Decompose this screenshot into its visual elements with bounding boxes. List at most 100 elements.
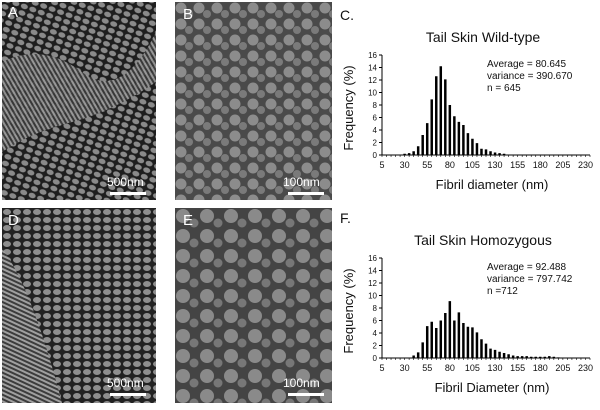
chart-c-bar — [425, 123, 429, 155]
chart-c-x-tick-label: 130 — [488, 160, 503, 170]
chart-c-x-tick-label: 180 — [533, 160, 548, 170]
chart-c-bar — [498, 153, 501, 155]
chart-f-y-tick-label: 16 — [368, 254, 377, 263]
chart-c-y-tick-label: 0 — [373, 151, 378, 160]
chart-f-x-tick-label: 230 — [578, 363, 593, 373]
chart-c-y-tick-label: 4 — [373, 126, 378, 135]
chart-c-y-label: Frequency (%) — [341, 65, 356, 150]
chart-f-x-tick-label: 105 — [465, 363, 480, 373]
scale-bar-a — [110, 192, 146, 195]
chart-f-bar — [520, 356, 524, 358]
chart-f-x-tick-label: 155 — [510, 363, 525, 373]
chart-c-bar — [407, 153, 411, 155]
chart-f-bar — [480, 339, 483, 358]
chart-f-y-tick-label: 0 — [373, 354, 378, 363]
chart-f-y-tick-label: 4 — [373, 329, 378, 338]
scale-label-d: 500nm — [107, 376, 144, 390]
chart-f-x-tick-label: 5 — [379, 363, 384, 373]
micrograph-a-texture — [2, 2, 156, 200]
chart-c-bar — [466, 133, 470, 155]
chart-f-bar — [493, 349, 497, 358]
chart-c-y-tick-label: 12 — [368, 76, 377, 85]
chart-f-y-tick-label: 8 — [373, 304, 378, 313]
chart-c-bar — [448, 105, 452, 155]
chart-c-bar — [412, 151, 415, 155]
chart-c-x-label: Fibril diameter (nm) — [436, 177, 549, 192]
chart-c-stat-line: n = 645 — [487, 83, 521, 94]
chart-c-y-tick-label: 16 — [368, 51, 377, 60]
chart-f-bar — [435, 328, 438, 358]
micrograph-e — [175, 208, 332, 403]
chart-f-x-tick-label: 80 — [445, 363, 455, 373]
scale-bar-d — [110, 393, 146, 396]
chart-f-y-tick-label: 6 — [373, 317, 378, 326]
chart-c-bar — [462, 125, 465, 155]
micrograph-d-texture — [2, 208, 156, 403]
chart-f-bar — [471, 327, 474, 358]
chart-f-x-tick-label: 55 — [422, 363, 432, 373]
chart-c-bar — [416, 146, 420, 155]
chart-f-x-tick-label: 180 — [533, 363, 548, 373]
chart-f-stat-line: Average = 92.488 — [487, 262, 566, 273]
chart-c-bar — [439, 66, 443, 155]
chart-f-stat-line: variance = 797.742 — [487, 274, 573, 285]
micrograph-d — [2, 208, 156, 403]
chart-c-y-tick-label: 2 — [373, 139, 378, 148]
chart-c-bar — [435, 76, 438, 155]
chart-f-y-label: Frequency (%) — [341, 268, 356, 353]
scale-label-a: 500nm — [107, 175, 144, 189]
chart-f-x-tick-label: 130 — [488, 363, 503, 373]
chart-f-panel-label: F. — [340, 210, 351, 226]
panel-label-b: B — [183, 6, 194, 23]
chart-c-x-tick-label: 105 — [465, 160, 480, 170]
chart-f-bar — [525, 356, 528, 358]
micrograph-b — [175, 2, 332, 200]
chart-c-x-tick-label: 205 — [555, 160, 570, 170]
chart-f-bar — [457, 312, 461, 358]
chart-c-bar — [421, 135, 424, 155]
chart-f-bar — [412, 355, 415, 358]
chart-f-bar — [425, 326, 429, 358]
panel-label-a: A — [8, 4, 19, 21]
chart-f-y-tick-label: 10 — [368, 292, 377, 301]
chart-c-bar — [480, 148, 483, 155]
micrograph-b-texture — [175, 2, 332, 200]
chart-f-title: Tail Skin Homozygous — [414, 232, 552, 248]
chart-c-y-tick-label: 6 — [373, 114, 378, 123]
scale-label-e: 100nm — [283, 376, 320, 390]
chart-f-x-tick-label: 205 — [555, 363, 570, 373]
chart-f-bar — [439, 320, 443, 358]
chart-f-bar — [475, 332, 479, 358]
chart-c-bar — [493, 152, 497, 155]
chart-c-bar — [430, 99, 433, 155]
scale-bar-e — [288, 393, 324, 396]
chart-f-stat-line: n =712 — [487, 286, 518, 297]
panel-label-d: D — [8, 212, 19, 229]
chart-f-bar — [539, 356, 542, 358]
chart-f-bar — [430, 321, 433, 358]
chart-c-y-tick-label: 14 — [368, 64, 377, 73]
chart-c-panel-label: C. — [340, 7, 354, 23]
chart-f-bar — [552, 356, 556, 358]
chart-f-bar — [489, 348, 492, 358]
chart-c-y-tick-label: 8 — [373, 101, 378, 110]
micrograph-e-texture — [175, 208, 332, 403]
chart-c-x-tick-label: 30 — [400, 160, 410, 170]
chart-c-bar — [453, 116, 456, 155]
chart-c-title: Tail Skin Wild-type — [426, 29, 541, 45]
chart-f-bar — [534, 356, 537, 358]
chart-f-bar — [502, 353, 506, 358]
chart-f-bar — [548, 356, 551, 358]
chart-f-bar — [462, 323, 465, 358]
chart-f-y-tick-label: 2 — [373, 342, 378, 351]
chart-f-bar — [516, 356, 519, 358]
chart-f-bar — [507, 354, 510, 358]
chart-c-x-tick-label: 80 — [445, 160, 455, 170]
chart-f-bar — [421, 342, 424, 358]
chart-f-x-label: Fibril Diameter (nm) — [435, 380, 550, 395]
chart-f-bar — [529, 356, 533, 358]
chart-c-bar — [484, 149, 488, 155]
chart-f-bar — [498, 351, 501, 358]
chart-c-x-tick-label: 155 — [510, 160, 525, 170]
